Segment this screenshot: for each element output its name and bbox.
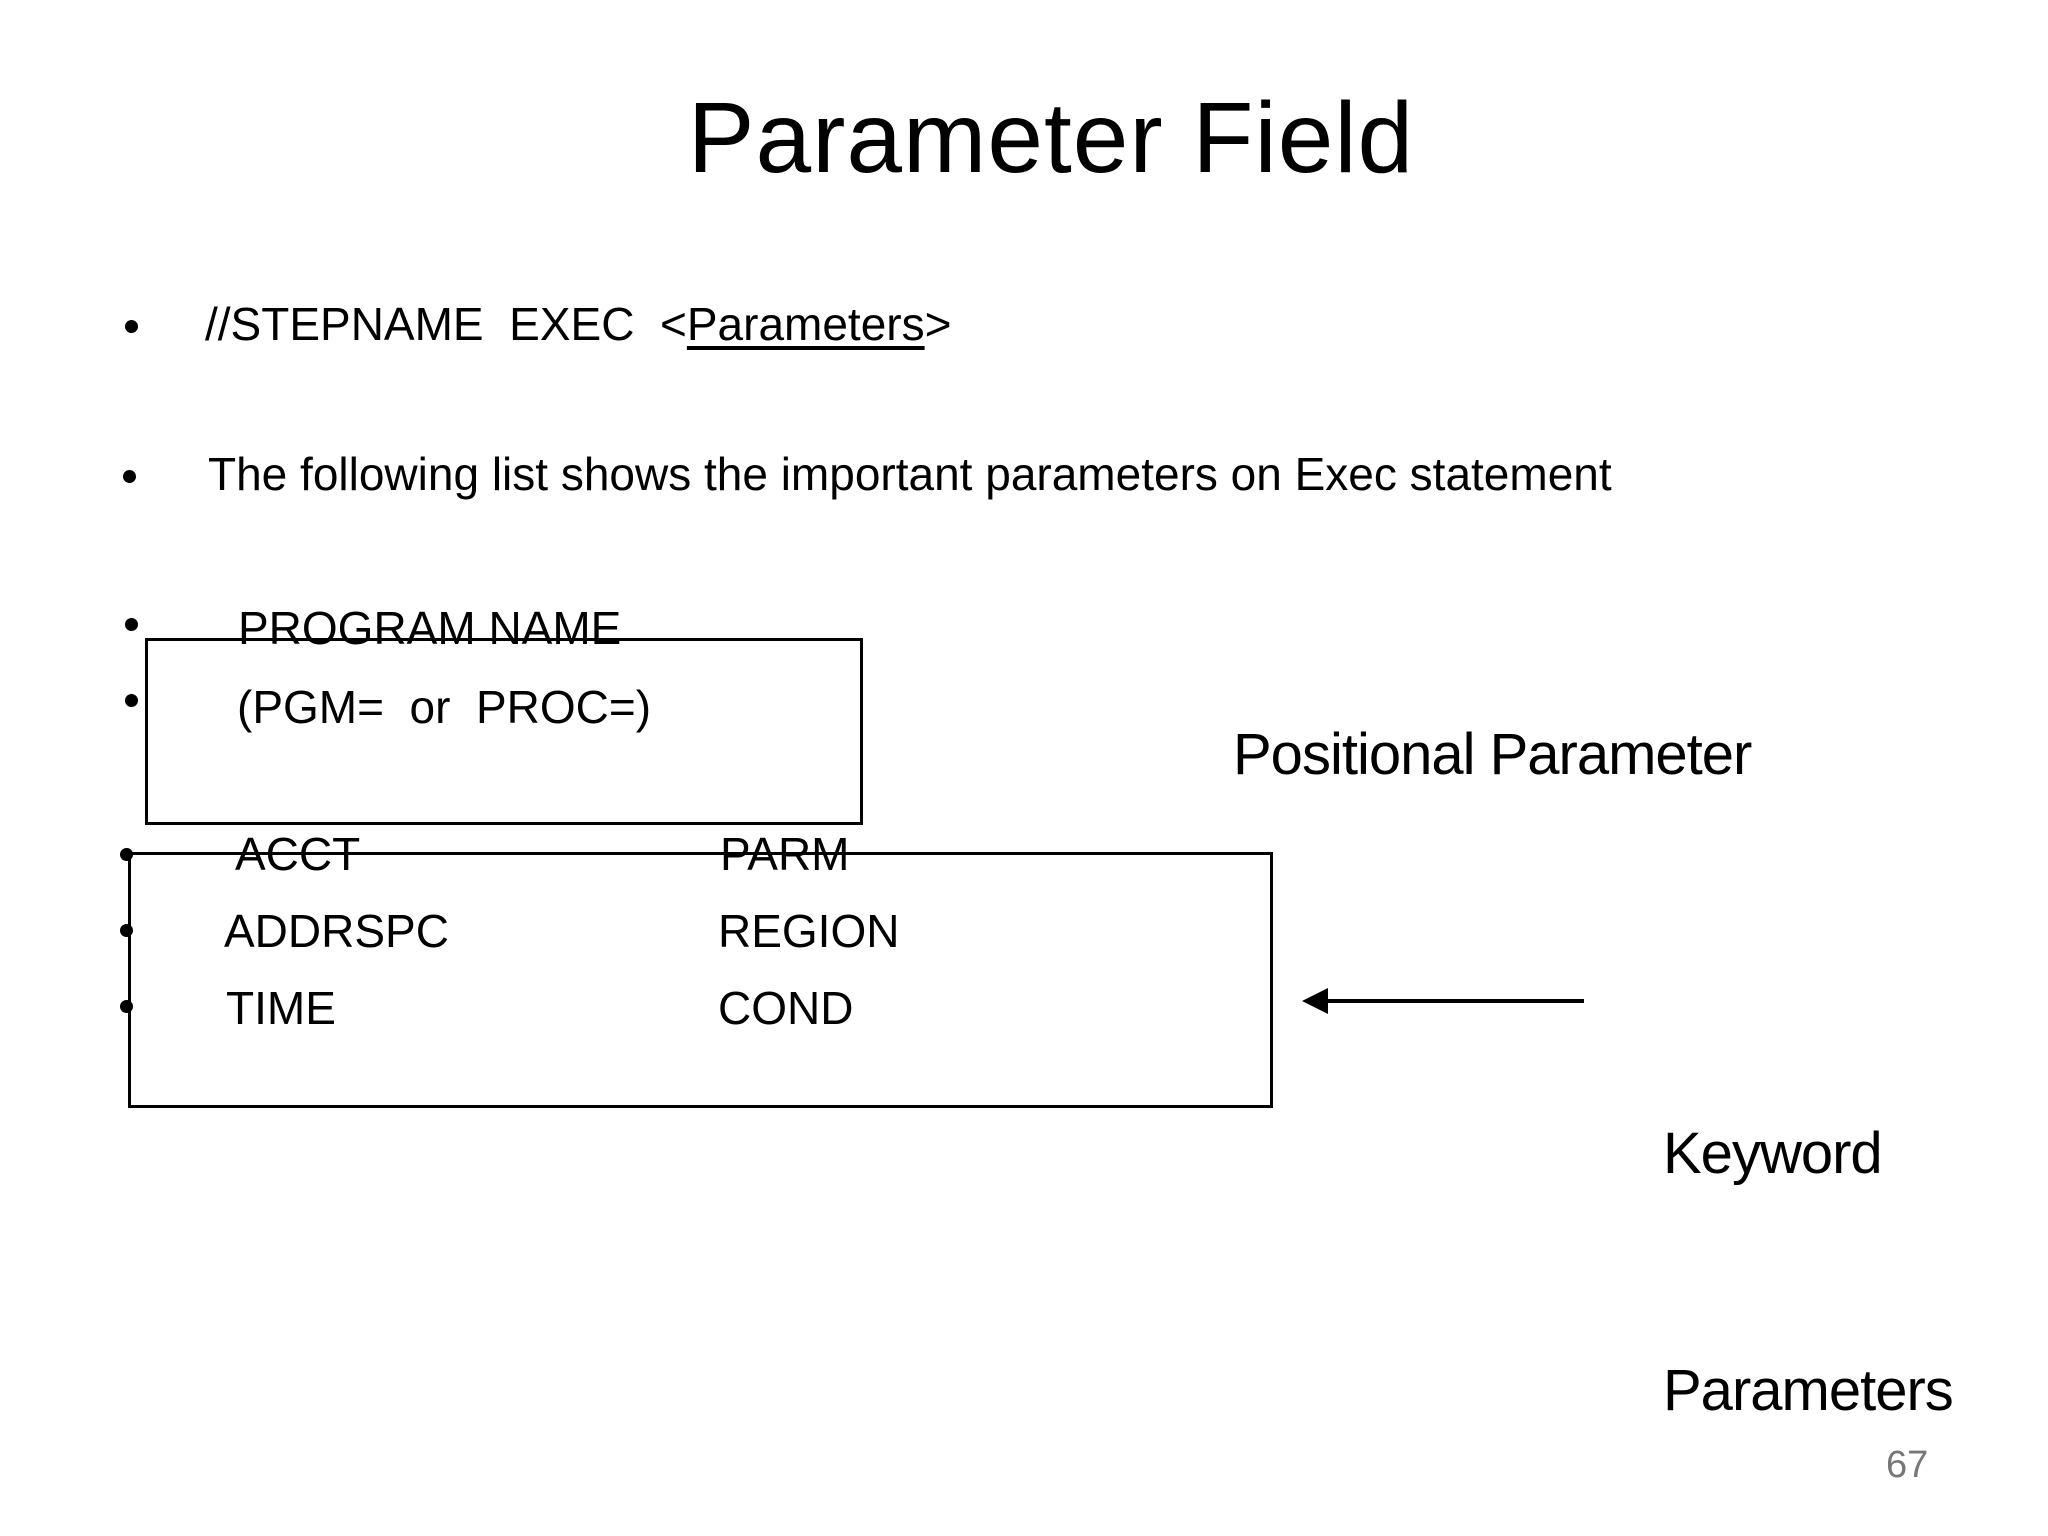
- bullet-icon: [125, 694, 138, 707]
- row-right-cell: PARM: [720, 828, 850, 880]
- bullet-text-pre: //STEPNAME EXEC <: [205, 298, 687, 350]
- bullet-icon: [123, 470, 136, 483]
- keyword-parameters-box: [128, 852, 1273, 1108]
- left-arrow-icon: [1326, 999, 1584, 1003]
- keyword-parameters-label: Keyword Parameters: [1663, 956, 1954, 1536]
- bullet-line-stepname: //STEPNAME EXEC <Parameters>: [205, 301, 951, 347]
- bullet-icon: [125, 320, 138, 333]
- keyword-label-line2: Parameters: [1663, 1358, 1954, 1423]
- bullet-line-following-list: The following list shows the important p…: [208, 448, 1612, 500]
- bullet-icon: [120, 924, 133, 937]
- left-arrow-head-icon: [1302, 988, 1328, 1014]
- row-right-cell: REGION: [718, 905, 900, 957]
- bullet-text-post: >: [924, 298, 952, 350]
- bullet-line-program-name: PROGRAM NAME: [238, 602, 622, 654]
- page-number: 67: [1886, 1444, 1929, 1486]
- positional-parameter-box: [145, 638, 863, 825]
- keyword-label-line1: Keyword: [1663, 1121, 1883, 1186]
- bullet-icon: [120, 1000, 133, 1013]
- row-left-cell: TIME: [226, 982, 336, 1034]
- bullet-icon: [120, 848, 133, 861]
- row-left-cell: ACCT: [235, 828, 361, 880]
- bullet-text-underlined: Parameters: [686, 298, 925, 350]
- positional-parameter-label: Positional Parameter: [1233, 722, 1752, 787]
- bullet-line-pgm-proc: (PGM= or PROC=): [237, 681, 652, 733]
- bullet-icon: [125, 618, 138, 631]
- row-left-cell: ADDRSPC: [224, 905, 449, 957]
- page-title: Parameter Field: [687, 82, 1415, 194]
- row-right-cell: COND: [718, 982, 854, 1034]
